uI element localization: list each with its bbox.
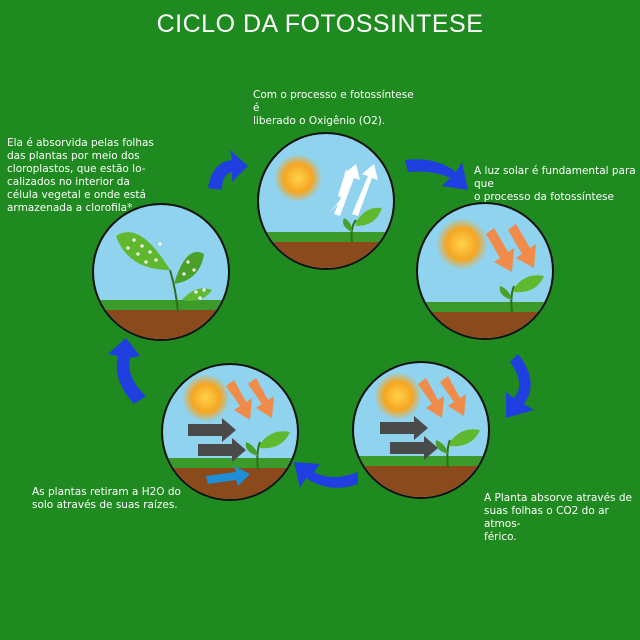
- light-arrow-icon: [226, 378, 274, 420]
- plant-icon: [245, 431, 290, 471]
- caption-oxygen: Com o processo e fotossíntese é liberado…: [253, 89, 414, 127]
- stage-sunlight-circle: [416, 202, 554, 340]
- plant-icon: [435, 429, 480, 469]
- plant-icon: [343, 207, 382, 243]
- light-arrow-icon: [486, 224, 536, 272]
- light-arrow-icon: [418, 376, 466, 418]
- stage-chlorophyll-circle: [92, 203, 230, 341]
- sun-icon: [182, 374, 230, 422]
- water-arrow-icon: [206, 466, 250, 486]
- cycle-arrow-icon: [405, 159, 468, 190]
- stage-oxygen-circle: [257, 132, 395, 270]
- plant-icon: [116, 232, 212, 313]
- caption-chlorophyll: Ela é absorvida pelas folhas das plantas…: [7, 137, 154, 214]
- cycle-arrow-icon: [208, 150, 248, 190]
- sun-icon: [274, 154, 322, 202]
- sun-icon: [374, 372, 422, 420]
- co2-arrow-icon: [380, 416, 438, 460]
- plant-icon: [499, 275, 544, 313]
- cycle-arrow-icon: [506, 354, 534, 418]
- co2-arrow-icon: [188, 418, 246, 462]
- stage-co2-circle: [352, 361, 490, 499]
- page-title: CICLO DA FOTOSSINTESE: [156, 10, 484, 38]
- stage-water-circle: [161, 363, 299, 501]
- oxygen-arrow-icon: [330, 164, 378, 216]
- caption-co2: A Planta absorve através de suas folhas …: [484, 492, 632, 543]
- caption-water: As plantas retiram a H2O do solo através…: [32, 486, 181, 511]
- cycle-arrow-icon: [108, 338, 146, 404]
- cycle-arrow-icon: [294, 462, 358, 488]
- sun-icon: [436, 218, 488, 270]
